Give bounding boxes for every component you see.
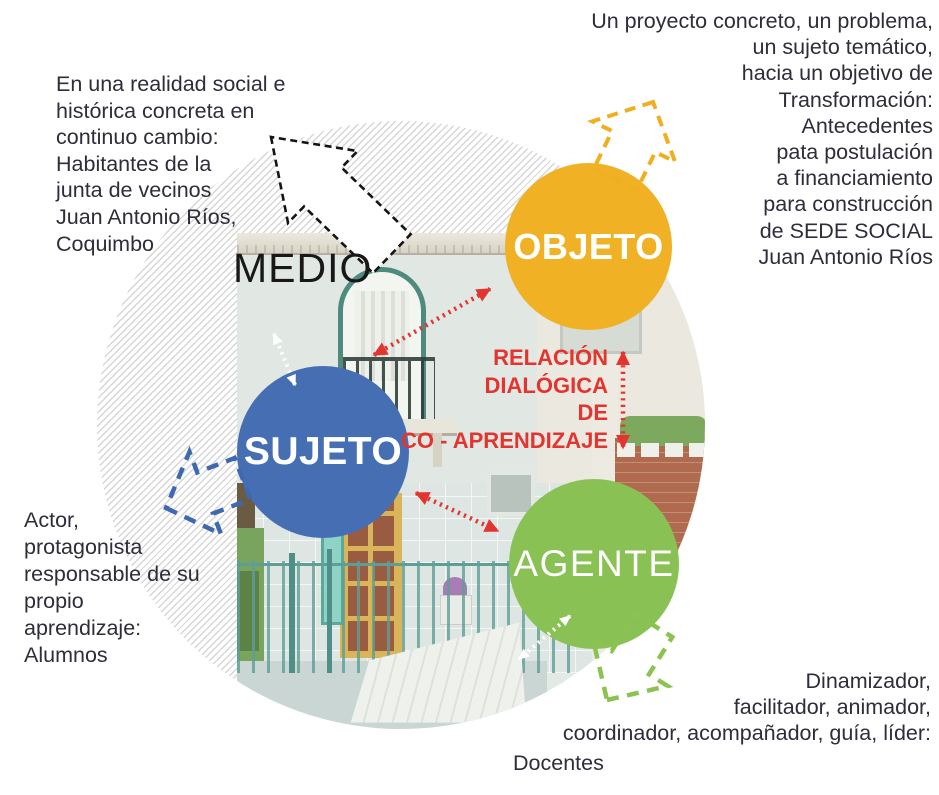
photo-planters: [617, 443, 705, 457]
sujeto-circle: SUJETO: [237, 366, 409, 538]
objeto-circle-label: OBJETO: [513, 225, 664, 267]
sujeto-circle-label: SUJETO: [243, 430, 403, 473]
relation-label: RELACIÓN DIALÓGICA DE CO - APRENDIZAJE: [401, 345, 608, 453]
agente-annotation: Dinamizador, facilitador, animador, coor…: [562, 669, 931, 746]
agente-circle: AGENTE: [509, 479, 679, 649]
medio-annotation: En una realidad social e histórica concr…: [56, 72, 286, 256]
agente-annotation-docentes: Docentes: [513, 751, 604, 775]
photo-gate-post: [289, 553, 295, 673]
photo-hedge: [620, 416, 705, 446]
photo-right-post-2: [680, 571, 684, 671]
agente-circle-label: AGENTE: [513, 543, 675, 584]
photo-balcony-shelf: [401, 419, 457, 436]
medio-label: MEDIO: [233, 245, 373, 291]
photo-gate-post-2: [327, 549, 332, 673]
objeto-annotation: Un proyecto concreto, un problema, un su…: [591, 9, 933, 269]
sujeto-annotation: Actor, protagonista responsable de su pr…: [24, 508, 200, 667]
photo-roof-texture: [237, 245, 705, 253]
photo-shelf-leg: [433, 433, 442, 467]
